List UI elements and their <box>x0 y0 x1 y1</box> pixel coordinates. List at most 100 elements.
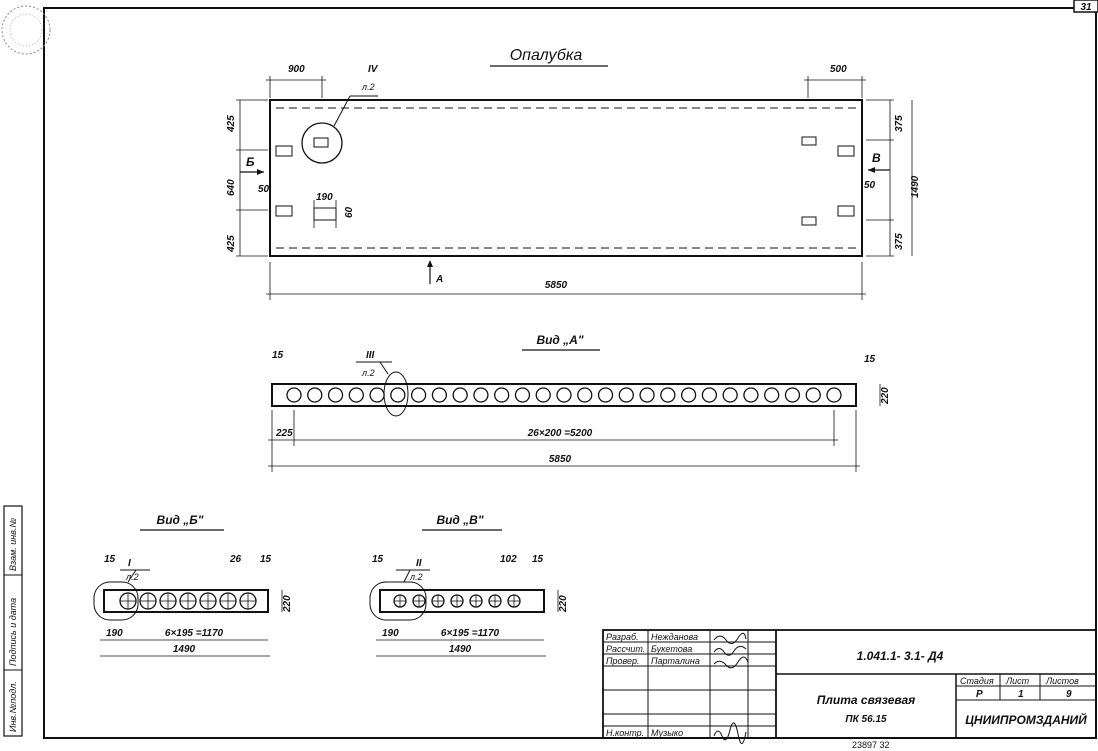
view-v: Вид „В" II л.2 15 102 15 220 190 6×195 =… <box>369 513 569 657</box>
tb-stage: Р <box>976 689 983 700</box>
view-a-hole <box>348 387 364 403</box>
round-stamp <box>1 5 51 55</box>
view-a-dim-series: 26×200 =5200 <box>527 428 593 439</box>
callout-ii-number: II <box>416 558 422 569</box>
plan-dim-total-h: 1490 <box>910 175 921 198</box>
plan-slot-width: 190 <box>316 192 333 203</box>
page-number: 31 <box>1080 2 1092 13</box>
tb-code: 1.041.1- 3.1- Д4 <box>857 649 944 663</box>
view-a-hole <box>514 387 531 403</box>
side-stamp-inv: Инв.№подл. <box>8 681 18 732</box>
callout-circle-iv <box>301 122 343 164</box>
view-b-dim-15b: 15 <box>260 554 272 565</box>
view-v-dim-15a: 15 <box>372 554 384 565</box>
callout-i-ref: л.2 <box>125 572 139 582</box>
plan-view: IV л.2 190 60 900 500 425 640 425 50 Б <box>226 64 921 300</box>
view-a-hole <box>390 387 406 403</box>
tb-sheet: 1 <box>1018 689 1024 700</box>
view-b-dim-26: 26 <box>229 554 242 565</box>
tb-name-3: Парталина <box>651 656 700 666</box>
tb-sheet-label: Лист <box>1005 676 1030 686</box>
footer-numbers: 23897 32 <box>852 740 890 750</box>
side-stamp-sign: Подпись и дата <box>8 598 18 666</box>
callout-iv-ref: л.2 <box>361 82 375 92</box>
plan-dim-right-top: 500 <box>830 64 847 75</box>
plan-dim-left-h3: 425 <box>226 235 237 253</box>
view-b-title: Вид „Б" <box>157 513 204 527</box>
view-b-holes <box>119 592 257 610</box>
view-a-hole <box>805 387 821 403</box>
signatures <box>713 632 749 744</box>
slab-outline <box>269 99 863 257</box>
page-number-box <box>1073 0 1098 13</box>
view-a-hole <box>410 387 427 403</box>
tb-role-3: Провер. <box>606 656 640 666</box>
view-a-hole <box>660 387 676 403</box>
view-v-dim-offset: 190 <box>382 628 399 639</box>
plan-view-b-marker: Б <box>246 155 255 169</box>
view-a-hole <box>701 387 718 403</box>
plan-dim-left-top: 900 <box>288 64 305 75</box>
tb-name-2: Букетова <box>651 644 692 654</box>
view-v-dim-height: 220 <box>558 595 569 613</box>
tb-name-1: Нежданова <box>651 632 698 642</box>
view-a: Вид „А" III л.2 15 15 220 225 26×200 =52… <box>268 333 891 472</box>
view-b-dim-height: 220 <box>282 595 293 613</box>
tb-role-6: Н.контр. <box>606 728 644 738</box>
drawing-title: Опалубка <box>510 47 583 64</box>
view-a-hole <box>452 387 468 403</box>
view-a-hole <box>431 387 448 403</box>
callout-iv-number: IV <box>368 64 379 75</box>
tb-name-line1: Плита связевая <box>817 693 915 707</box>
title-block: Разраб. Рассчит. Провер. Н.контр. Неждан… <box>602 629 1097 744</box>
drawing-frame <box>43 7 1097 739</box>
view-a-hole <box>639 387 655 403</box>
callout-iii-number: III <box>366 350 375 361</box>
view-a-dim-left: 15 <box>272 350 284 361</box>
view-a-outline <box>271 383 857 407</box>
callout-ellipse-iii <box>383 371 409 417</box>
callout-i-number: I <box>128 558 131 569</box>
view-a-hole <box>556 387 572 403</box>
view-a-hole <box>618 387 634 403</box>
view-a-hole <box>764 387 780 403</box>
view-v-dim-102: 102 <box>500 554 517 565</box>
callout-box-ii <box>369 581 427 621</box>
tb-org: ЦНИИПРОМЗДАНИЙ <box>965 711 1087 727</box>
view-a-title: Вид „А" <box>536 333 583 347</box>
view-a-hole <box>535 387 551 403</box>
view-a-hole <box>597 387 614 403</box>
view-b-dim-total: 1490 <box>173 644 196 655</box>
tb-sheets-label: Листов <box>1045 676 1079 686</box>
side-stamp-replace: Взам. инв.№ <box>8 518 18 571</box>
view-v-dim-series: 6×195 =1170 <box>441 628 500 639</box>
plan-slot-height: 60 <box>344 206 355 218</box>
callout-iii-ref: л.2 <box>361 368 375 378</box>
tb-name-line2: ПК 56.15 <box>845 714 887 725</box>
view-a-hole <box>680 387 697 403</box>
plan-dim-left-h2: 640 <box>226 179 237 196</box>
view-a-hole <box>307 387 323 403</box>
view-a-hole <box>473 387 489 403</box>
view-b-outline <box>103 589 269 613</box>
plan-dim-total-w: 5850 <box>545 280 568 291</box>
view-v-title: Вид „В" <box>436 513 483 527</box>
plan-dim-left-h1: 425 <box>226 115 237 133</box>
view-v-outline <box>379 589 545 613</box>
view-v-dim-total: 1490 <box>449 644 472 655</box>
tb-role-1: Разраб. <box>606 632 639 642</box>
view-a-dim-right: 15 <box>864 354 876 365</box>
view-a-hole <box>327 387 344 403</box>
tb-role-2: Рассчит. <box>606 644 645 654</box>
view-a-dim-height: 220 <box>880 387 891 405</box>
view-b-dim-15a: 15 <box>104 554 116 565</box>
view-a-hole <box>577 387 593 403</box>
view-a-hole <box>784 387 801 403</box>
view-a-hole <box>722 387 738 403</box>
view-b-dim-series: 6×195 =1170 <box>165 628 224 639</box>
view-a-dim-total: 5850 <box>549 454 572 465</box>
callout-box-i <box>93 581 139 621</box>
view-a-hole <box>286 387 302 403</box>
plan-view-a-marker: А <box>435 274 443 285</box>
